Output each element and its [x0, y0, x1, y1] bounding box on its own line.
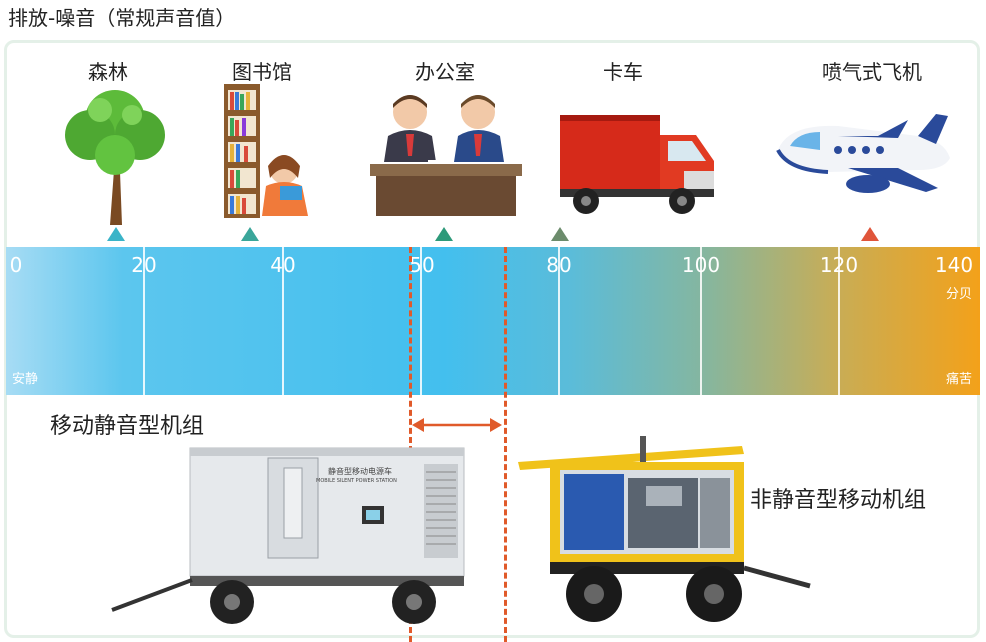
label-library: 图书馆 [232, 60, 292, 84]
range-arrow [412, 418, 502, 432]
office-marker [435, 227, 453, 241]
label-truck: 卡车 [603, 60, 643, 84]
label-forest: 森林 [88, 60, 128, 84]
panel-text-2: MOBILE SILENT POWER STATION [316, 478, 397, 484]
tick-line [420, 247, 422, 395]
truck-marker [551, 227, 569, 241]
tick-label: 100 [681, 253, 721, 277]
page-title: 排放-噪音（常规声音值） [8, 6, 236, 30]
tick-line [838, 247, 840, 395]
silent-generator-label: 移动静音型机组 [50, 414, 205, 439]
tick-label: 140 [934, 253, 974, 277]
library-icon [224, 84, 308, 218]
office-icon [370, 95, 522, 216]
tree-icon [65, 90, 165, 225]
tick-line [143, 247, 145, 395]
tick-label: 0 [9, 253, 23, 277]
decibel-scale: 0 20 40 50 80 100 120 140 分贝 安静 痛苦 [6, 247, 980, 395]
library-marker [241, 227, 259, 241]
tick-label: 20 [131, 253, 157, 277]
tick-line [558, 247, 560, 395]
pain-label: 痛苦 [945, 372, 972, 387]
range-line-right [504, 247, 507, 642]
tick-label: 80 [546, 253, 572, 277]
silent-generator-icon [111, 447, 465, 624]
tick-line [282, 247, 284, 395]
tick-line [700, 247, 702, 395]
range-line-left [409, 247, 412, 642]
forest-marker [107, 227, 125, 241]
truck-icon [560, 115, 714, 214]
jet-marker [861, 227, 879, 241]
tick-label: 120 [819, 253, 859, 277]
label-jet: 喷气式飞机 [822, 60, 922, 84]
non-silent-generator-icon [518, 436, 811, 622]
quiet-label: 安静 [12, 372, 39, 387]
unit-label: 分贝 [945, 287, 972, 302]
tick-label: 50 [409, 253, 435, 277]
label-office: 办公室 [415, 60, 475, 84]
non-silent-generator-label: 非静音型移动机组 [750, 488, 927, 513]
tick-label: 40 [270, 253, 296, 277]
jet-icon [776, 114, 950, 193]
panel-text-1: 静音型移动电源车 [328, 467, 392, 476]
